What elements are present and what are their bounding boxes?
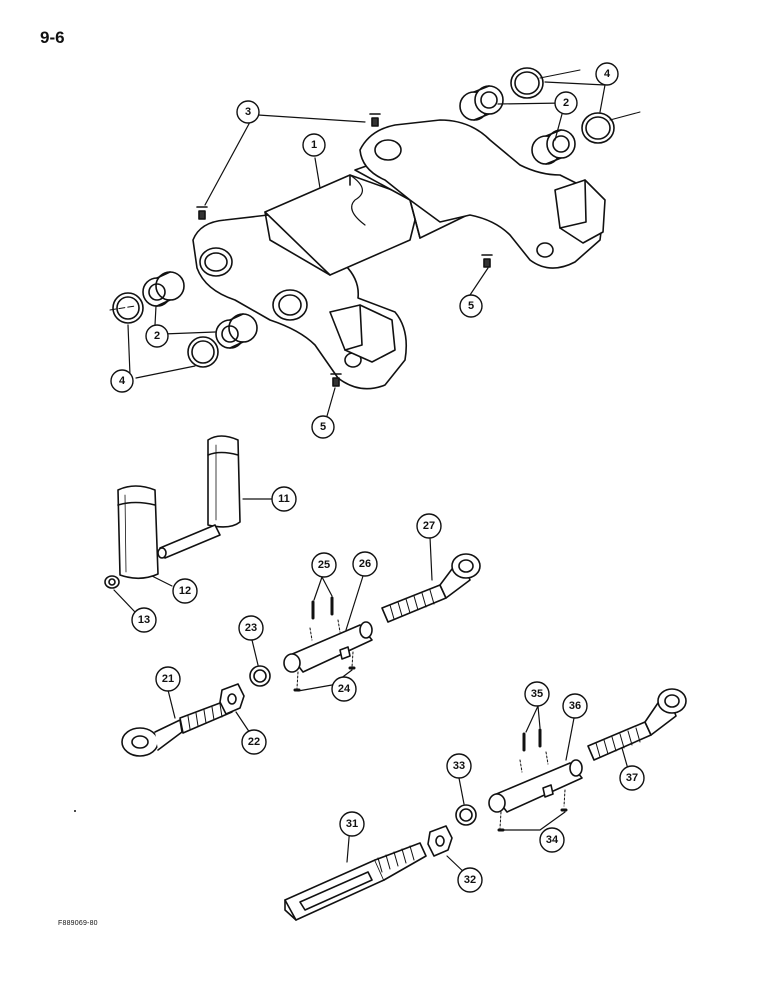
bracket-rear: [207, 435, 241, 528]
svg-text:24: 24: [338, 683, 351, 695]
eye-end-27: [381, 553, 481, 623]
svg-text:33: 33: [453, 760, 465, 772]
callout-26: 26: [352, 551, 378, 577]
nut-26: [339, 646, 351, 660]
snap-ring-lower-left-2: [187, 336, 219, 368]
bushing-lower-left-1: [142, 271, 185, 307]
lock-plate-22: [219, 683, 245, 715]
svg-text:1: 1: [311, 139, 317, 151]
turnbuckle-body-36: [493, 762, 583, 813]
svg-text:4: 4: [604, 68, 611, 80]
svg-text:5: 5: [468, 300, 474, 312]
bracket-front: [117, 485, 159, 580]
callout-13: 13: [131, 607, 157, 633]
snap-ring-upper-right-2: [581, 112, 615, 144]
callout-11: 11: [271, 486, 297, 512]
callout-35: 35: [524, 681, 550, 707]
callout-1: 1: [302, 133, 326, 157]
svg-text:2: 2: [154, 330, 160, 342]
washer-23: [249, 665, 271, 687]
svg-text:4: 4: [119, 375, 126, 387]
svg-text:23: 23: [245, 622, 257, 634]
svg-text:12: 12: [179, 585, 191, 597]
stabilizer-bracket-group: [104, 435, 241, 589]
grease-fitting-left: [196, 206, 208, 220]
callout-36: 36: [562, 693, 588, 719]
turnbuckle-lower: [284, 688, 687, 921]
grease-fitting-bottom: [330, 373, 342, 387]
callout-33: 33: [446, 753, 472, 779]
callout-22: 22: [241, 729, 267, 755]
callout-37: 37: [619, 765, 645, 791]
svg-text:3: 3: [245, 106, 251, 118]
callout-32: 32: [457, 867, 483, 893]
svg-text:5: 5: [320, 421, 326, 433]
callouts: 1 3 2 4 2 4 5 5 11 12 13 21 22 23 24 25 …: [110, 62, 645, 893]
callout-24: 24: [331, 676, 357, 702]
lift-frame-assembly: [109, 67, 641, 390]
snap-ring-upper-right-1: [510, 67, 544, 99]
page-number: 9-6: [40, 28, 65, 47]
nut-36: [542, 784, 554, 798]
figure-code: F889069-80: [58, 920, 98, 927]
callout-27: 27: [416, 513, 442, 539]
washer-33: [455, 804, 477, 826]
svg-text:31: 31: [346, 818, 358, 830]
left-bore-lower: [272, 289, 308, 321]
leader-lines: [113, 81, 631, 877]
svg-text:34: 34: [546, 834, 559, 846]
washer-13: [104, 575, 120, 589]
snap-ring-lower-left-1: [112, 292, 144, 324]
svg-text:27: 27: [423, 520, 435, 532]
svg-text:11: 11: [278, 493, 290, 505]
bushing-upper-right-1: [459, 85, 504, 121]
bushing-lower-left-2: [215, 313, 258, 349]
callout-21: 21: [155, 666, 181, 692]
callout-4-lower: 4: [110, 369, 134, 393]
turnbuckle-upper: [121, 553, 481, 757]
svg-text:13: 13: [138, 614, 150, 626]
svg-text:35: 35: [531, 688, 543, 700]
svg-text:2: 2: [563, 97, 569, 109]
svg-text:36: 36: [569, 700, 581, 712]
right-pin-hole: [536, 242, 554, 258]
svg-text:22: 22: [248, 736, 260, 748]
eye-end-21: [121, 699, 233, 757]
grease-fitting-top: [369, 113, 381, 127]
svg-text:32: 32: [464, 874, 476, 886]
svg-text:25: 25: [318, 559, 330, 571]
callout-23: 23: [238, 615, 264, 641]
svg-text:37: 37: [626, 772, 638, 784]
clevis-31: [284, 842, 427, 921]
callout-5-bottom: 5: [311, 415, 335, 439]
callout-34: 34: [539, 827, 565, 853]
bushing-upper-right-2: [531, 129, 576, 165]
callout-25: 25: [311, 552, 337, 578]
callout-2-upper: 2: [554, 91, 578, 115]
callout-4-upper: 4: [595, 62, 619, 86]
eye-end-37: [587, 688, 687, 761]
callout-12: 12: [172, 578, 198, 604]
callout-31: 31: [339, 811, 365, 837]
svg-text:26: 26: [359, 558, 371, 570]
callout-2-lower: 2: [145, 324, 169, 348]
bracket-pin: [159, 524, 221, 559]
callout-5-right: 5: [459, 294, 483, 318]
svg-text:21: 21: [162, 673, 174, 685]
lock-plate-32: [427, 825, 453, 857]
callout-3: 3: [236, 100, 260, 124]
grease-fitting-right: [481, 254, 493, 268]
